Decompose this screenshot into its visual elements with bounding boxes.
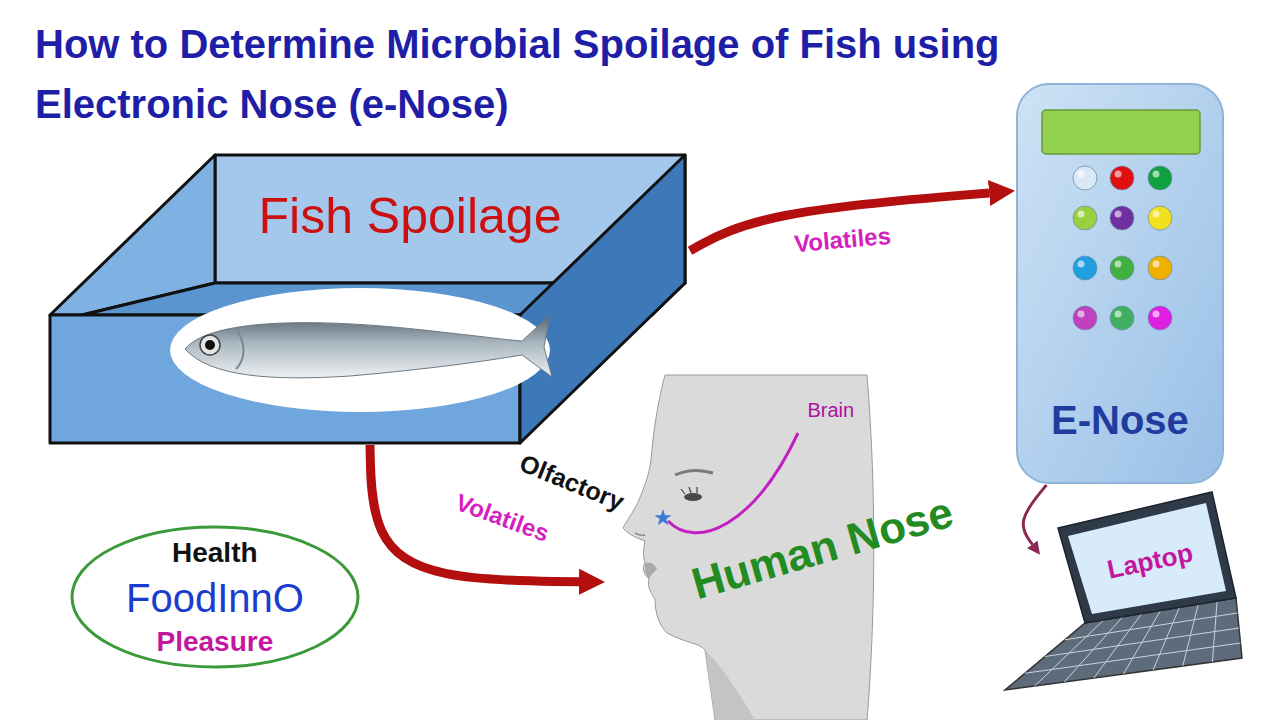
- neck-shadow: [705, 650, 755, 720]
- button-highlight: [1115, 171, 1122, 178]
- eyelashes: [681, 487, 697, 494]
- button-highlight: [1078, 311, 1085, 318]
- fish-body: [185, 315, 552, 378]
- key-column: [1064, 617, 1123, 682]
- part-label: Brain: [808, 399, 855, 422]
- button-highlight: [1153, 311, 1160, 318]
- fish-eye: [200, 335, 220, 355]
- lips: [645, 562, 657, 579]
- arrow-connector: [1023, 485, 1046, 544]
- logo-line: Health: [172, 537, 258, 569]
- device-body: [1017, 84, 1223, 483]
- logo-line: FoodInnO: [126, 575, 304, 621]
- sensor-button: [1073, 256, 1097, 280]
- button-highlight: [1153, 211, 1160, 218]
- sensor-button: [1148, 166, 1172, 190]
- box-title: Fish Spoilage: [259, 188, 562, 246]
- sensor-button: [1148, 206, 1172, 230]
- sensor-button: [1110, 306, 1134, 330]
- olfactory-path: [668, 433, 798, 533]
- laptop-bezel: [1058, 492, 1236, 623]
- button-highlight: [1078, 171, 1085, 178]
- logo-ellipse: HealthFoodInnO Pleasure: [70, 525, 360, 670]
- device-display: [1042, 110, 1200, 154]
- edge-label: Volatiles: [789, 222, 894, 258]
- sensor-button: [1148, 306, 1172, 330]
- arrow-connector: [370, 445, 579, 582]
- arrow-connector: [690, 193, 989, 251]
- eyebrow: [675, 470, 713, 475]
- container-box: Fish Spoilage: [50, 155, 690, 445]
- edge-label: Volatiles: [449, 487, 555, 548]
- sensor-button: [1073, 306, 1097, 330]
- button-highlight: [1078, 211, 1085, 218]
- e-nose-device: E-Nose: [1015, 82, 1225, 485]
- sensor-button: [1073, 166, 1097, 190]
- button-highlight: [1115, 311, 1122, 318]
- sensor-button: [1110, 166, 1134, 190]
- button-highlight: [1115, 261, 1122, 268]
- fish-pupil: [205, 340, 215, 350]
- logo-line: Pleasure: [157, 626, 274, 658]
- key-column: [1212, 601, 1217, 662]
- key-column: [1183, 604, 1199, 666]
- nostril: [635, 533, 645, 535]
- page-title: How to Determine Microbial Spoilage of F…: [35, 14, 1195, 134]
- key-column: [1153, 607, 1179, 670]
- sensor-button: [1073, 206, 1097, 230]
- eye: [684, 493, 702, 501]
- key-column: [1094, 614, 1142, 678]
- button-highlight: [1153, 171, 1160, 178]
- logo-ellipse-outline: [72, 527, 358, 667]
- button-highlight: [1078, 261, 1085, 268]
- fish-gill: [236, 329, 244, 369]
- button-highlight: [1153, 261, 1160, 268]
- sensor-button: [1110, 256, 1134, 280]
- laptop: Laptop: [1040, 490, 1240, 625]
- olfactory-star: [654, 509, 671, 525]
- human-head: Human Nose: [605, 375, 960, 720]
- part-label: Olfactory: [516, 448, 629, 516]
- device-label: E-Nose: [1051, 397, 1189, 443]
- sensor-button: [1148, 256, 1172, 280]
- laptop-screen: [1068, 503, 1226, 614]
- sensor-button: [1110, 206, 1134, 230]
- button-highlight: [1115, 211, 1122, 218]
